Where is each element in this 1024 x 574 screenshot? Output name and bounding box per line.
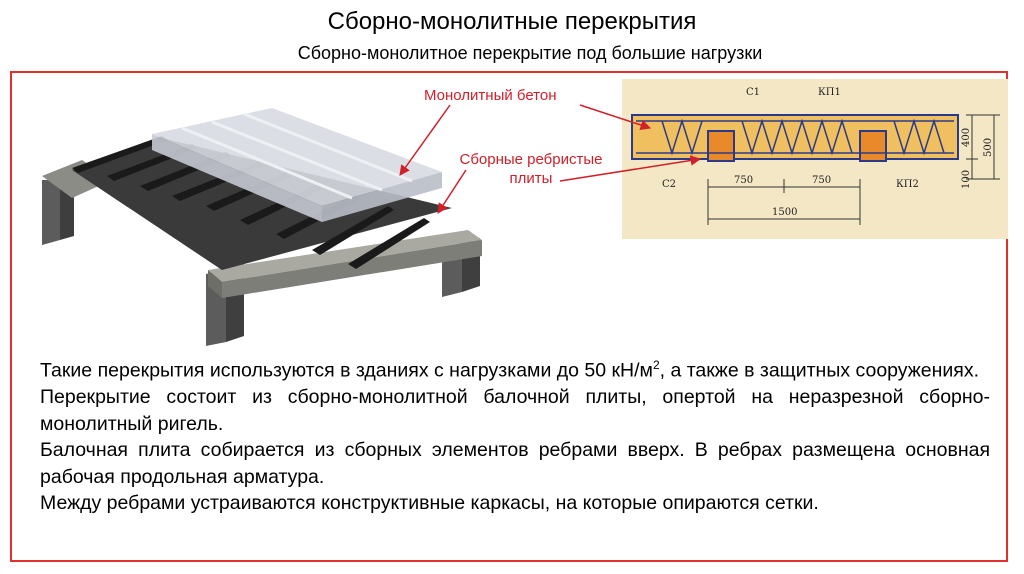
- dim-750-right: 750: [812, 175, 831, 186]
- paragraph-1-after: , а также в защитных сооружениях.: [659, 359, 980, 382]
- paragraph-4: Между ребрами устраиваются конструктивны…: [40, 492, 819, 514]
- page-title: Сборно-монолитные перекрытия: [327, 8, 697, 35]
- mark-c2: С2: [662, 179, 676, 190]
- paragraph-3: Балочная плита собирается из сборных эле…: [40, 439, 990, 488]
- mark-kp1: КП1: [818, 87, 841, 98]
- callout-precast-line2: плиты: [509, 170, 553, 187]
- mark-kp2: КП2: [896, 179, 919, 190]
- body-text: Такие перекрытия используются в зданиях …: [40, 352, 990, 517]
- paragraph-2: Перекрытие состоит из сборно-монолитной …: [40, 386, 990, 435]
- dim-1500: 1500: [772, 207, 797, 218]
- dim-500: 500: [983, 138, 994, 157]
- page-subtitle: Сборно-монолитное перекрытие под большие…: [297, 43, 763, 63]
- dim-400: 400: [961, 128, 972, 147]
- mark-c1: С1: [746, 87, 760, 98]
- dim-750-left: 750: [734, 175, 753, 186]
- floor-isometric-illustration: [42, 108, 482, 346]
- dim-100: 100: [961, 170, 972, 189]
- callout-precast-slabs: Сборные ребристые плиты: [438, 150, 624, 188]
- paragraph-1-before: Такие перекрытия используются в зданиях …: [40, 359, 653, 382]
- content-frame: [10, 71, 1008, 562]
- paragraph-1: Такие перекрытия используются в зданиях …: [40, 352, 990, 384]
- callout-monolithic-concrete: Монолитный бетон: [424, 87, 557, 104]
- paragraph-1-sup: 2: [652, 358, 660, 372]
- callout-precast-line1: Сборные ребристые: [459, 151, 603, 168]
- cross-section-drawing: С1 КП1 С2 КП2 750 750 1500 400 500 100: [622, 79, 1008, 239]
